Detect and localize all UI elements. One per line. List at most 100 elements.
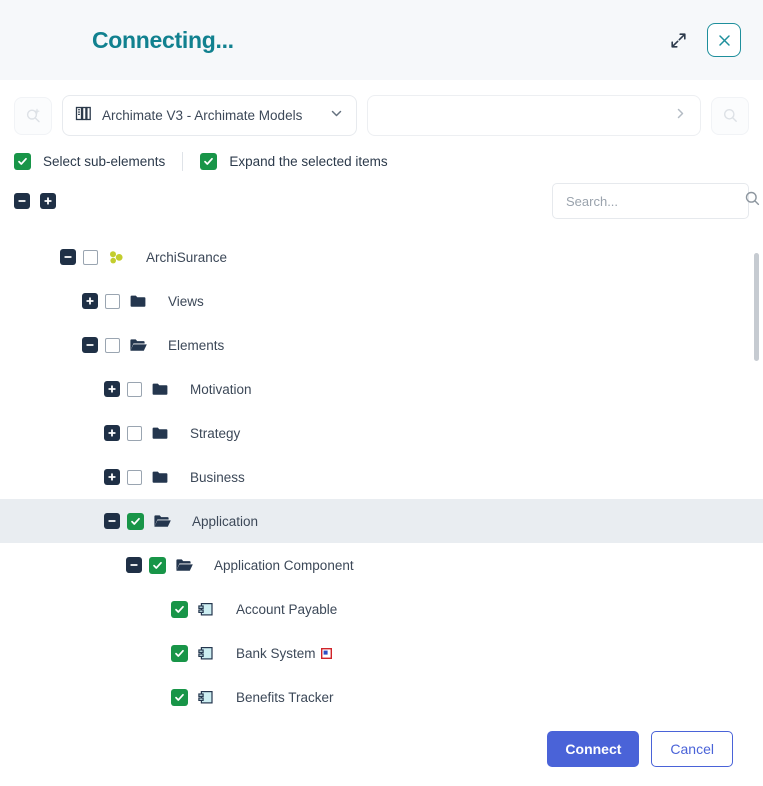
plus-icon <box>108 473 116 481</box>
tree-checkbox-wrapper[interactable] <box>127 469 142 485</box>
cluster-icon <box>110 250 123 263</box>
tree-checkbox-checked[interactable] <box>171 600 188 618</box>
application-component-icon <box>198 646 213 660</box>
tree-expand-toggle[interactable] <box>104 381 120 397</box>
plus-icon <box>108 385 116 393</box>
tree-search-box[interactable] <box>552 183 760 219</box>
tree-checkbox-wrapper[interactable] <box>127 381 142 397</box>
tree-expand-toggle[interactable] <box>104 469 120 485</box>
tree-row[interactable]: Views <box>0 279 763 323</box>
minus-icon <box>86 344 94 346</box>
tree-row[interactable]: Bank System <box>0 631 763 675</box>
tree-node-icon <box>107 248 126 267</box>
application-component-icon <box>198 602 213 616</box>
tree-row[interactable]: Strategy <box>0 411 763 455</box>
tree-checkbox-wrapper[interactable] <box>171 644 188 662</box>
tree-checkbox-checked[interactable] <box>171 644 188 662</box>
tree-node-text: Elements <box>168 337 225 353</box>
expand-diagonal-icon[interactable] <box>665 27 691 53</box>
tree-checkbox-checked[interactable] <box>171 688 188 706</box>
tree-node-text: Application Component <box>214 557 354 573</box>
tree-checkbox-wrapper[interactable] <box>127 425 142 441</box>
tree-row[interactable]: Business <box>0 455 763 499</box>
connect-button[interactable]: Connect <box>547 731 640 767</box>
tree-checkbox-wrapper[interactable] <box>105 337 120 353</box>
tree-checkbox-checked[interactable] <box>149 556 166 574</box>
tree-node-text: Benefits Tracker <box>236 689 334 705</box>
tree-collapse-toggle[interactable] <box>126 557 142 573</box>
expand-selected-label: Expand the selected items <box>229 154 388 169</box>
cancel-button[interactable]: Cancel <box>651 731 733 767</box>
model-select-value: Archimate V3 - Archimate Models <box>102 108 303 123</box>
tree-checkbox-unchecked[interactable] <box>127 469 142 485</box>
tree-node-label: Business <box>190 470 245 485</box>
expand-selected-checkbox[interactable] <box>200 153 218 170</box>
minus-icon <box>18 200 26 202</box>
tree-node-text: Motivation <box>190 381 252 397</box>
tree-checkbox-wrapper[interactable] <box>149 556 166 574</box>
tree-expand-toggle[interactable] <box>82 293 98 309</box>
path-input-wrapper[interactable] <box>367 95 701 136</box>
options-row: Select sub-elements Expand the selected … <box>0 136 763 171</box>
select-sub-elements-checkbox[interactable] <box>14 153 31 170</box>
tree-row[interactable]: Account Payable <box>0 587 763 631</box>
tree-checkbox-checked[interactable] <box>127 512 144 530</box>
tree-checkbox-unchecked[interactable] <box>83 249 98 265</box>
option-expand-selected[interactable]: Expand the selected items <box>200 153 388 170</box>
tree-checkbox-unchecked[interactable] <box>105 293 120 309</box>
tree-node-label: Benefits Tracker <box>236 690 334 705</box>
check-icon <box>204 157 214 165</box>
tree-row[interactable]: Application <box>0 499 763 543</box>
tree-checkbox-unchecked[interactable] <box>105 337 120 353</box>
tree-node-label: Application Component <box>214 558 354 573</box>
tree-search-input[interactable] <box>564 192 744 210</box>
tree-collapse-toggle[interactable] <box>60 249 76 265</box>
tree-node-label: Strategy <box>190 426 240 441</box>
close-button[interactable] <box>707 23 741 57</box>
tree-node-icon <box>197 688 216 707</box>
tree-checkbox-wrapper[interactable] <box>171 688 188 706</box>
option-select-sub-elements[interactable]: Select sub-elements <box>14 153 165 170</box>
tree-scrollbar-thumb[interactable] <box>754 253 759 361</box>
tree-node-label: Views <box>168 294 204 309</box>
tree-checkbox-unchecked[interactable] <box>127 381 142 397</box>
check-icon <box>18 157 27 165</box>
tree-row[interactable]: Application Component <box>0 543 763 587</box>
search-plus-button[interactable] <box>14 96 52 135</box>
tree-row[interactable]: ArchiSurance <box>0 235 763 279</box>
tree-node-icon <box>151 380 170 399</box>
tree-expand-toggle[interactable] <box>104 425 120 441</box>
tree-checkbox-wrapper[interactable] <box>171 600 188 618</box>
model-select[interactable]: Archimate V3 - Archimate Models <box>62 95 357 136</box>
check-icon <box>175 649 184 657</box>
modal-header: Connecting... <box>0 0 763 80</box>
tree-row[interactable]: Motivation <box>0 367 763 411</box>
plus-icon <box>108 429 116 437</box>
tree-checkbox-unchecked[interactable] <box>127 425 142 441</box>
tree-node-icon <box>175 556 194 575</box>
tree-node-icon <box>129 292 148 311</box>
tree-node-label: ArchiSurance <box>146 250 227 265</box>
chevron-down-icon[interactable] <box>329 106 344 126</box>
tree-node-icon <box>197 600 216 619</box>
folder-closed-icon <box>152 427 168 439</box>
chevron-right-icon[interactable] <box>673 106 688 126</box>
tree-collapse-toggle[interactable] <box>82 337 98 353</box>
tree-checkbox-wrapper[interactable] <box>105 293 120 309</box>
tree-row[interactable]: Elements <box>0 323 763 367</box>
tree-checkbox-wrapper[interactable] <box>127 512 144 530</box>
collapse-all-button[interactable] <box>14 193 30 209</box>
application-component-icon <box>198 690 213 704</box>
tree-collapse-toggle[interactable] <box>104 513 120 529</box>
close-icon <box>718 34 730 46</box>
search-icon[interactable] <box>744 190 761 212</box>
tree-checkbox-wrapper[interactable] <box>83 249 98 265</box>
tree-row[interactable]: Benefits Tracker <box>0 675 763 719</box>
minus-icon <box>64 256 72 258</box>
expand-all-button[interactable] <box>40 193 56 209</box>
search-button[interactable] <box>711 96 749 135</box>
path-input[interactable] <box>380 107 673 124</box>
